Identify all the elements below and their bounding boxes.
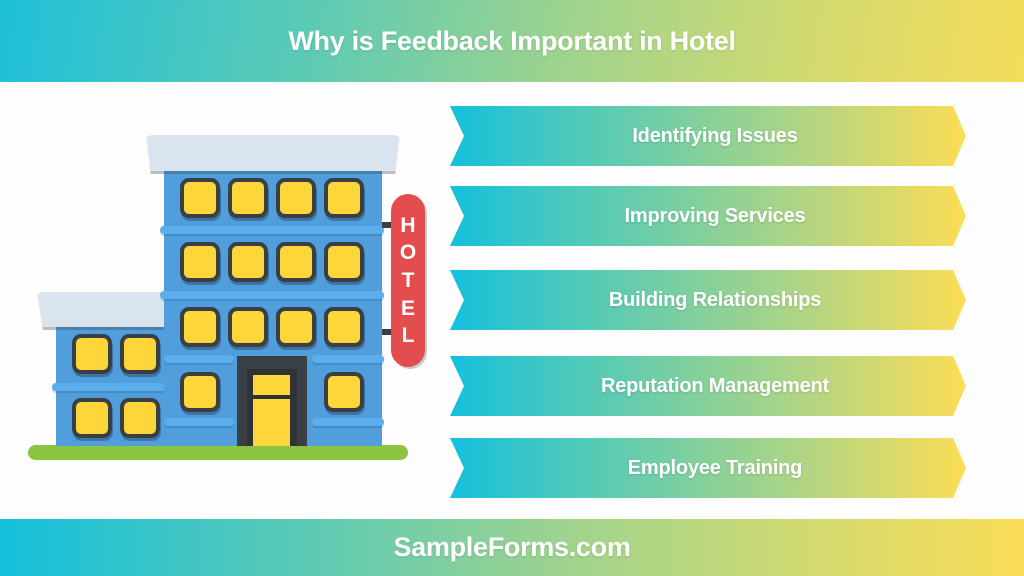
floor-ledge bbox=[160, 226, 384, 234]
sign-letter: O bbox=[399, 241, 417, 265]
reason-label: Employee Training bbox=[627, 456, 803, 479]
window bbox=[324, 178, 364, 218]
reason-banner-employee-training: Employee Training bbox=[450, 438, 966, 498]
ground-strip bbox=[28, 445, 408, 460]
window bbox=[180, 178, 220, 218]
small-building-roof bbox=[37, 292, 167, 327]
page-title: Why is Feedback Important in Hotel bbox=[288, 25, 736, 56]
window bbox=[180, 242, 220, 282]
window bbox=[324, 372, 364, 412]
floor-ledge bbox=[164, 418, 234, 426]
floor-ledge bbox=[160, 291, 384, 299]
reason-label: Reputation Management bbox=[600, 374, 830, 397]
window bbox=[228, 242, 268, 282]
window bbox=[228, 307, 268, 347]
sign-letter: L bbox=[401, 324, 415, 348]
window bbox=[120, 398, 160, 438]
window bbox=[72, 334, 112, 374]
floor-ledge bbox=[164, 355, 234, 363]
tall-building-roof bbox=[146, 135, 400, 171]
sign-letter: T bbox=[401, 268, 415, 292]
window bbox=[120, 334, 160, 374]
hotel-sign: H O T E L bbox=[391, 194, 425, 367]
sign-letter: H bbox=[400, 213, 416, 237]
window bbox=[180, 307, 220, 347]
reason-banner-identifying-issues: Identifying Issues bbox=[450, 106, 966, 166]
window bbox=[324, 307, 364, 347]
title-banner: Why is Feedback Important in Hotel bbox=[0, 0, 1024, 82]
window bbox=[228, 178, 268, 218]
floor-ledge bbox=[312, 355, 384, 363]
window bbox=[276, 242, 316, 282]
window bbox=[276, 307, 316, 347]
sign-bracket bbox=[382, 329, 392, 335]
window bbox=[324, 242, 364, 282]
footer-brand: SampleForms.com bbox=[393, 532, 631, 562]
reason-banner-improving-services: Improving Services bbox=[450, 186, 966, 246]
reason-banner-reputation-management: Reputation Management bbox=[450, 356, 966, 416]
sign-bracket bbox=[382, 222, 392, 228]
small-building-ledge bbox=[52, 383, 166, 391]
reason-label: Building Relationships bbox=[608, 288, 822, 311]
window bbox=[276, 178, 316, 218]
reason-label: Identifying Issues bbox=[632, 124, 798, 147]
window bbox=[72, 398, 112, 438]
floor-ledge bbox=[312, 418, 384, 426]
door-panel bbox=[253, 399, 290, 446]
sign-letter: E bbox=[400, 296, 415, 320]
reason-label: Improving Services bbox=[624, 204, 806, 227]
door-transom bbox=[253, 375, 290, 395]
window bbox=[180, 372, 220, 412]
footer-banner: SampleForms.com bbox=[0, 519, 1024, 576]
hotel-illustration: H O T E L bbox=[0, 0, 450, 519]
reason-banner-building-relationships: Building Relationships bbox=[450, 270, 966, 330]
